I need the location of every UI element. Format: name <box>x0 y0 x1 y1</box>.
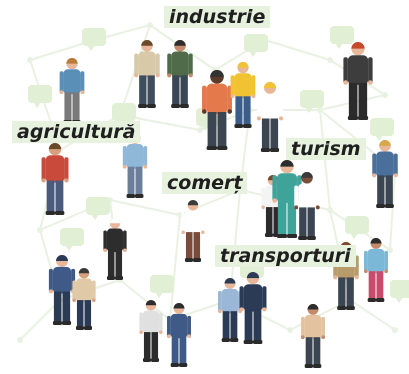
person-figure <box>239 272 267 344</box>
person-figure <box>48 255 76 325</box>
label-commerce: comerț <box>162 172 248 194</box>
network-node <box>392 327 398 333</box>
person-figure <box>230 62 256 128</box>
person-figure <box>202 70 232 150</box>
speech-bubble <box>300 90 324 113</box>
person-figure <box>41 143 69 215</box>
person-figure <box>218 278 242 342</box>
speech-bubble <box>82 28 106 51</box>
speech-bubble <box>390 280 409 303</box>
person-figure <box>294 172 320 240</box>
network-node <box>27 57 33 63</box>
label-tourism: turism <box>286 138 366 160</box>
speech-bubble <box>150 275 174 298</box>
network-link <box>169 214 181 321</box>
network-node <box>197 127 203 133</box>
speech-bubble <box>28 85 52 108</box>
person-figure <box>103 218 127 280</box>
person-figure <box>72 268 96 330</box>
person-figure <box>343 41 373 120</box>
person-figure <box>256 81 284 152</box>
network-link <box>389 169 396 251</box>
label-agriculture: agricultură <box>12 121 141 143</box>
person-figure <box>167 40 193 108</box>
network-node <box>147 22 153 28</box>
network-link <box>264 39 331 61</box>
network-node <box>287 327 293 333</box>
network-node <box>17 337 23 343</box>
speech-bubble <box>345 216 369 239</box>
speech-bubble <box>60 228 84 251</box>
network-node <box>327 57 333 63</box>
person-figure <box>139 300 163 362</box>
person-figure <box>364 238 388 302</box>
person-figure <box>372 140 398 208</box>
person-figure <box>134 40 160 108</box>
person-figure <box>301 304 325 368</box>
network-link <box>349 299 396 331</box>
person-figure <box>181 200 205 262</box>
label-industry: industrie <box>164 6 271 28</box>
network-link <box>109 199 181 216</box>
person-figure <box>59 57 85 124</box>
network-node <box>327 207 333 213</box>
network-node <box>317 107 323 113</box>
speech-bubble <box>86 197 110 220</box>
person-figure <box>167 303 191 367</box>
speech-bubble <box>330 26 354 49</box>
network-link <box>19 299 61 341</box>
network-link <box>319 109 331 211</box>
speech-bubble <box>244 34 268 57</box>
person-figure <box>272 160 302 238</box>
network-node <box>37 227 43 233</box>
network-node <box>387 247 393 253</box>
label-transport: transporturi <box>215 245 356 267</box>
speech-bubble <box>370 118 394 141</box>
network-node <box>382 92 388 98</box>
